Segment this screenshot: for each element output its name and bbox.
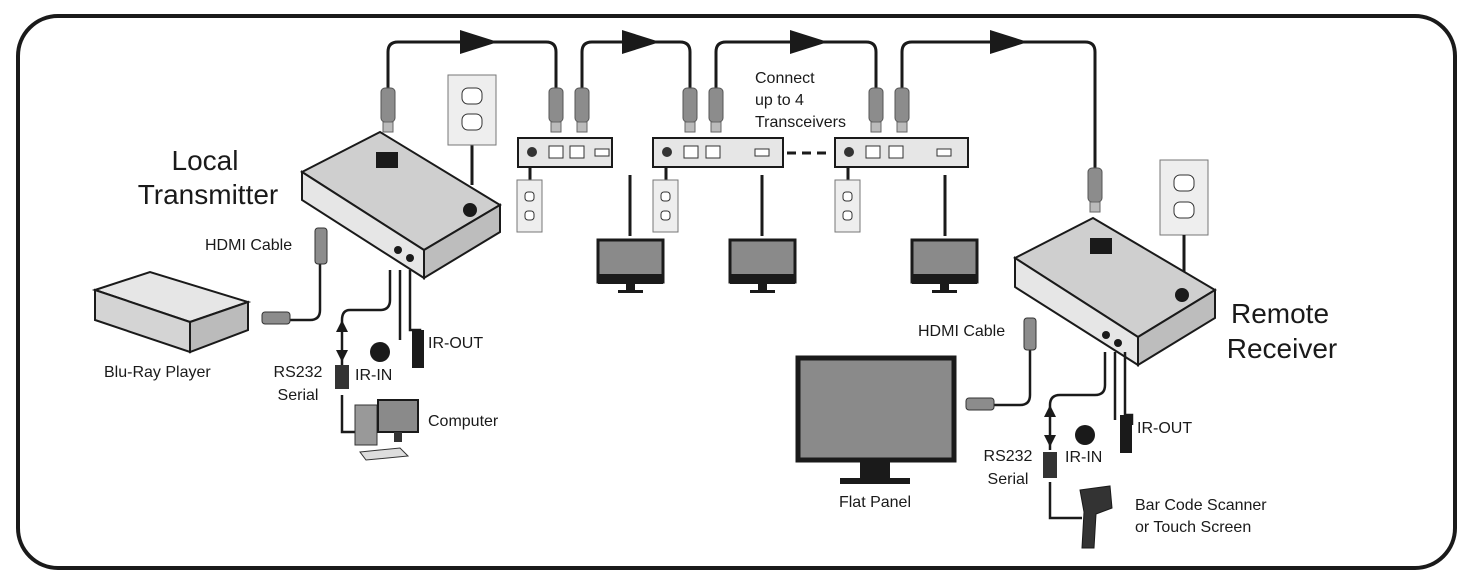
- computer-label: Computer: [428, 413, 499, 430]
- transceivers: [517, 137, 969, 168]
- ir-in-label: IR-IN: [355, 367, 392, 384]
- hdmi-plug-icon: [314, 227, 328, 265]
- power-outlet-icon: [834, 179, 861, 233]
- arrow-icon: [460, 30, 498, 54]
- blu-ray-label: Blu-Ray Player: [104, 364, 211, 381]
- barcode-scanner-icon: [1079, 485, 1113, 549]
- arrow-icon: [790, 30, 828, 54]
- connect-note: up to 4: [755, 92, 804, 109]
- remote-receiver-label: Receiver: [1227, 333, 1337, 364]
- rs232-label: RS232: [984, 448, 1033, 465]
- ir-out-label: IR-OUT: [1137, 420, 1192, 437]
- labels: Local Transmitter Remote Receiver HDMI C…: [104, 70, 1337, 536]
- transceiver-3: [834, 137, 969, 168]
- remote-receiver: [1012, 159, 1217, 367]
- connect-note: Transceivers: [755, 114, 846, 131]
- remote-receiver-label: Remote: [1231, 298, 1329, 329]
- direction-arrows: [460, 30, 1028, 54]
- flat-panel-icon: [795, 355, 957, 484]
- db9-connector-icon: [1043, 452, 1057, 478]
- monitor-icon: [596, 238, 665, 295]
- blu-ray-player-icon: [91, 270, 291, 354]
- ir-out-label: IR-OUT: [428, 335, 483, 352]
- rs232-label: Serial: [988, 471, 1029, 488]
- local-transmitter-label: Local: [172, 145, 239, 176]
- scanner-label: or Touch Screen: [1135, 519, 1251, 536]
- transceiver-1: [517, 137, 613, 168]
- local-transmitter: [299, 74, 502, 280]
- power-outlet-icon: [652, 179, 679, 233]
- arrow-icon: [622, 30, 660, 54]
- monitor-icon: [910, 238, 979, 295]
- arrow-icon: [990, 30, 1028, 54]
- scanner-label: Bar Code Scanner: [1135, 497, 1267, 514]
- rs232-label: Serial: [278, 387, 319, 404]
- hdmi-cable-label: HDMI Cable: [918, 323, 1005, 340]
- ir-receiver-icon: [1075, 425, 1095, 445]
- ir-emitter-icon: [412, 330, 424, 368]
- ir-in-label: IR-IN: [1065, 449, 1102, 466]
- monitor-icon: [728, 238, 797, 295]
- flat-panel-label: Flat Panel: [839, 494, 911, 511]
- ir-emitter-icon: [1120, 415, 1132, 453]
- rs232-label: RS232: [274, 364, 323, 381]
- hdmi-plug-icon: [1023, 317, 1037, 351]
- computer-icon: [354, 399, 419, 461]
- connect-note: Connect: [755, 70, 815, 87]
- transceiver-2: [652, 137, 784, 168]
- ir-receiver-icon: [370, 342, 390, 362]
- power-outlet-icon: [516, 179, 543, 233]
- hdmi-cable-label: HDMI Cable: [205, 237, 292, 254]
- frame: [16, 14, 1457, 570]
- local-transmitter-label: Transmitter: [138, 179, 279, 210]
- db9-connector-icon: [335, 365, 349, 389]
